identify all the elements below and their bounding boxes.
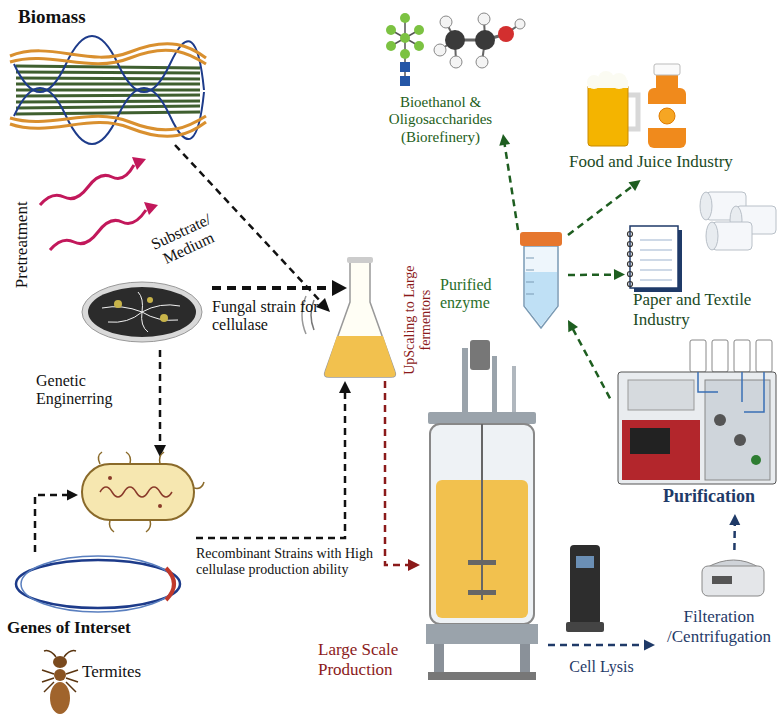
petri-dish-icon — [82, 282, 202, 342]
arrowhead — [629, 180, 641, 191]
plasmid-dna — [16, 556, 180, 612]
node-title: Biomass — [18, 6, 138, 28]
biomass-illustration — [10, 36, 206, 144]
arrowhead — [144, 202, 158, 215]
dashed-line — [568, 273, 616, 276]
dashed-line — [504, 143, 518, 230]
node-title: Purified enzyme — [440, 276, 516, 313]
bioreactor-icon — [426, 340, 538, 680]
edge-label: Cell Lysis — [566, 658, 636, 676]
arrowhead — [729, 514, 740, 525]
arrowhead — [644, 640, 655, 651]
arrowhead — [132, 157, 146, 170]
node-title: Bioethanol & Oligosaccharides (Biorefine… — [378, 94, 503, 146]
dashed-line — [568, 185, 633, 235]
fungal-arrow — [212, 286, 333, 290]
upscaling-arrow — [385, 381, 409, 565]
arrowhead — [499, 134, 510, 146]
recombinant-arrow — [196, 392, 345, 538]
process-label: Pretreatment — [12, 190, 32, 300]
connector — [499, 134, 518, 230]
arrow-label: Fungal strain for cellulase — [212, 298, 322, 335]
arrowhead — [408, 559, 420, 571]
centrifugation-node: Filteration /Centrifugation — [655, 550, 781, 655]
tube-icon — [520, 232, 562, 328]
dashed-line — [733, 523, 736, 550]
arrow-label: Substrate/ Medium — [136, 205, 233, 276]
purification-node: Purification — [610, 336, 780, 514]
arrowhead — [568, 320, 578, 332]
flask-icon — [302, 257, 396, 377]
arrowhead — [67, 489, 78, 500]
pretreatment-arrows — [40, 165, 146, 250]
paper-industry-node: Paper and Textile Industry — [625, 186, 781, 336]
paper-rolls-icon — [700, 192, 776, 250]
glycan-icon — [386, 13, 424, 86]
dashed-line — [548, 644, 646, 647]
termite-icon — [42, 651, 78, 714]
food-industry-node: Food and Juice Industry — [565, 62, 781, 180]
arrowhead — [339, 381, 351, 393]
node-title: Filteration /Centrifugation — [660, 607, 778, 646]
juice-bottle-icon — [648, 64, 686, 148]
homogenizer-icon — [566, 545, 604, 632]
beer-mug-icon — [587, 71, 638, 146]
arrowhead — [614, 269, 625, 280]
node-title: Food and Juice Industry — [569, 152, 779, 172]
enzyme-tube-node: Purified enzyme — [438, 230, 568, 330]
biomass-node: Biomass — [8, 4, 208, 139]
recombinant-strain-node: Recombinant Strains with High cellulase … — [78, 460, 393, 592]
centrifuge-icon — [702, 560, 764, 596]
arrow-label: UpScaling to Large fermentors — [402, 262, 434, 378]
chromatography-system — [618, 340, 776, 484]
gene-plasmid-node: Genes of Interset — [5, 552, 197, 644]
biorefinery-node: Bioethanol & Oligosaccharides (Biorefine… — [378, 2, 503, 152]
arrowhead — [332, 280, 347, 296]
node-title: Paper and Textile Industry — [633, 290, 778, 329]
genetic-arrow — [159, 350, 162, 446]
bioreactor-node: Large Scale Production — [315, 343, 548, 692]
connector — [568, 320, 610, 398]
source-label: Termites — [82, 662, 172, 682]
dashed-line — [572, 328, 610, 398]
node-title: Purification — [640, 486, 778, 507]
connector — [548, 640, 655, 651]
connector — [568, 180, 641, 235]
bacterium-icon — [82, 452, 204, 532]
node-title: Recombinant Strains with High cellulase … — [196, 546, 376, 578]
connector — [729, 514, 740, 550]
node-title: Genes of Interset — [7, 618, 195, 638]
connector — [568, 269, 625, 280]
ethanol-molecule — [434, 13, 525, 68]
node-title: Large Scale Production — [318, 640, 424, 679]
dashed-line — [35, 495, 69, 552]
arrow-label: Genetic Enginerring — [36, 372, 131, 409]
notebook-icon — [628, 226, 683, 292]
connector — [35, 489, 78, 552]
